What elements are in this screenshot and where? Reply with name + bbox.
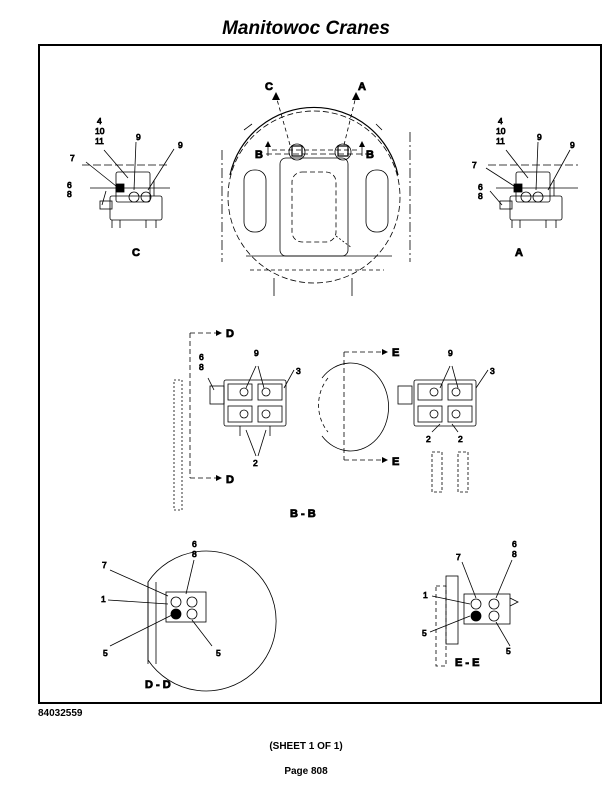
page-number: Page 808 [284, 766, 328, 777]
view-label-c: C [132, 247, 140, 259]
bb-valve-right [397, 365, 489, 493]
callout-a-10: 10 [496, 126, 506, 136]
callout-bb-9-left: 9 [254, 348, 259, 358]
callout-c-9a: 9 [136, 132, 141, 142]
callout-c-4: 4 [97, 116, 102, 126]
callout-a-9b: 9 [570, 140, 575, 150]
view-label-ee: E - E [455, 657, 479, 669]
callout-a-9a: 9 [537, 132, 542, 142]
callout-bb-6: 6 [199, 352, 204, 362]
callout-ee-6: 6 [512, 539, 517, 549]
section-marker-c: C [265, 81, 273, 93]
section-marker-b-right: B [366, 149, 374, 161]
callout-a-7: 7 [472, 160, 477, 170]
callout-bb-2-left: 2 [253, 458, 258, 468]
view-a-assembly [485, 141, 578, 228]
section-dd [107, 550, 277, 692]
callout-dd-8: 8 [192, 549, 197, 559]
section-ee [429, 559, 519, 667]
drawing-number: 84032559 [38, 708, 83, 719]
callout-bb-2-right-b: 2 [458, 434, 463, 444]
callout-a-4: 4 [498, 116, 503, 126]
callout-c-6: 6 [67, 180, 72, 190]
section-marker-e-top: E [392, 347, 399, 359]
section-marker-b-left: B [255, 149, 263, 161]
callout-dd-1: 1 [101, 594, 106, 604]
callout-dd-5-right: 5 [216, 648, 221, 658]
callout-dd-5-left: 5 [103, 648, 108, 658]
callout-dd-7: 7 [102, 560, 107, 570]
callout-a-6: 6 [478, 182, 483, 192]
section-marker-a: A [358, 81, 366, 93]
callout-a-8: 8 [478, 191, 483, 201]
callout-ee-8: 8 [512, 549, 517, 559]
callout-a-11: 11 [496, 136, 505, 146]
callout-c-9b: 9 [178, 140, 183, 150]
view-label-bb: B - B [290, 508, 316, 520]
callout-bb-8: 8 [199, 362, 204, 372]
callout-c-7: 7 [70, 153, 75, 163]
callout-c-10: 10 [95, 126, 105, 136]
callout-ee-5-left: 5 [422, 628, 427, 638]
view-label-dd: D - D [145, 679, 171, 691]
callout-bb-3-right: 3 [490, 366, 495, 376]
section-marker-e-bottom: E [392, 456, 399, 468]
bb-valve-left [207, 365, 295, 457]
callout-ee-1: 1 [423, 590, 428, 600]
callout-c-11: 11 [95, 136, 104, 146]
section-marker-d-bottom: D [226, 474, 234, 486]
callout-bb-9-right: 9 [448, 348, 453, 358]
callout-dd-6: 6 [192, 539, 197, 549]
valve-mount-right [334, 143, 352, 161]
section-bb [173, 330, 489, 511]
drawing-frame [38, 44, 602, 704]
plan-view [221, 92, 411, 296]
valve-mount-left [288, 143, 306, 161]
sheet-indicator: (SHEET 1 OF 1) [269, 741, 343, 752]
view-c-assembly [82, 141, 175, 228]
view-label-a: A [515, 247, 523, 259]
callout-ee-5-right: 5 [506, 646, 511, 656]
callout-c-8: 8 [67, 189, 72, 199]
callout-bb-2-right-a: 2 [426, 434, 431, 444]
callout-ee-7: 7 [456, 552, 461, 562]
section-marker-d-top: D [226, 328, 234, 340]
page-title: Manitowoc Cranes [222, 18, 390, 39]
callout-bb-3-left: 3 [296, 366, 301, 376]
